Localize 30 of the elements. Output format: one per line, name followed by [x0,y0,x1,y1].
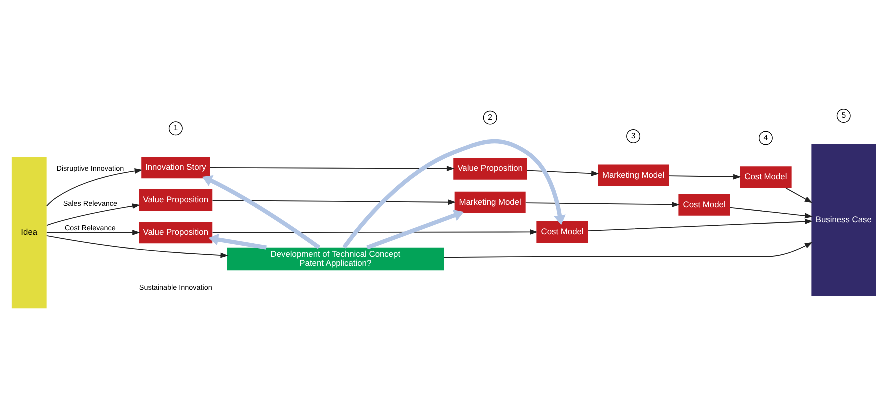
arrow [785,187,812,203]
arrow [366,209,464,250]
node-box: Value Proposition [453,158,527,180]
node-box: Cost Model [678,194,730,216]
node-box: Marketing Model [454,191,526,214]
node-box: Development of Technical Concept Patent Application? [226,247,444,270]
arrow [209,166,454,172]
node-box: Value Proposition [138,221,212,244]
node-box: Value Proposition [138,188,212,211]
node-box: Business Case [811,144,876,296]
arrow [208,233,266,250]
arrow [730,206,812,218]
arrow [342,139,566,248]
node-box: Marketing Model [598,164,669,186]
arrow [46,168,142,206]
arrow [212,199,456,205]
node-box: Cost Model [536,220,588,242]
arrow [46,203,140,226]
arrow [526,170,599,176]
arrow [588,218,812,232]
arrow [202,174,320,249]
arrow [443,242,812,258]
arrow [46,230,140,236]
node-box: Cost Model [740,166,792,188]
arrow [46,235,228,258]
arrow [668,174,741,180]
node-box: Innovation Story [141,156,210,178]
arrow [524,201,680,207]
arrow [212,228,538,234]
node-box: Idea [11,156,46,308]
